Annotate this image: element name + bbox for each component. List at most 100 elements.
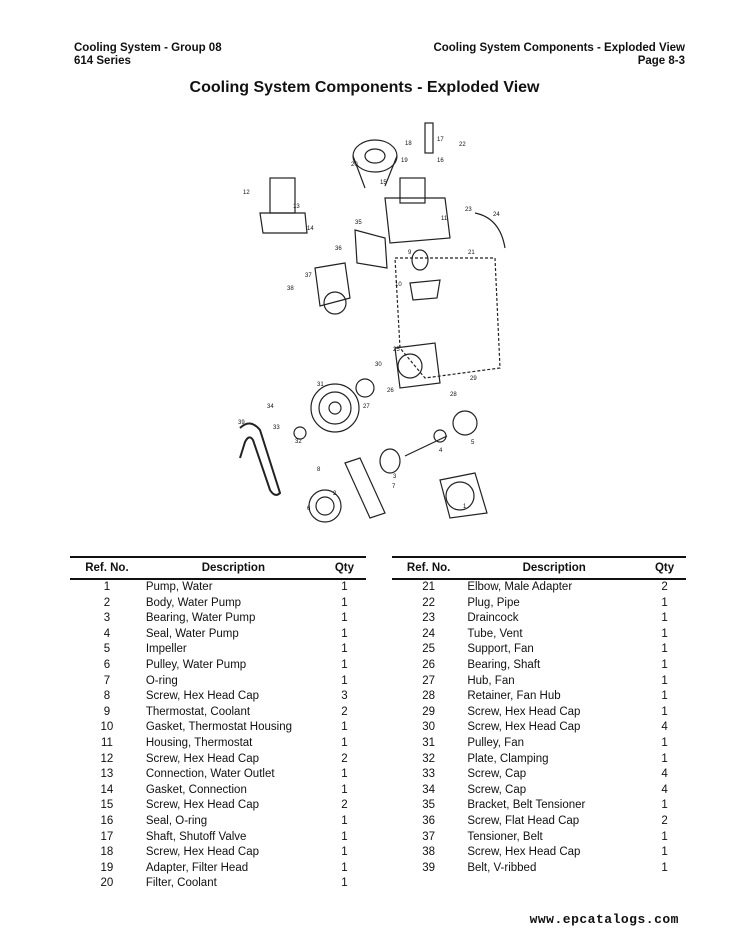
callout-23: 23	[465, 207, 472, 213]
desc-cell: Housing, Thermostat	[145, 736, 253, 749]
qty-cell: 1	[341, 581, 348, 593]
qty-cell: 1	[661, 674, 668, 687]
qty-cell: 1	[341, 643, 348, 656]
ref-cell: 27	[422, 674, 436, 687]
desc-cell: Screw, Hex Head Cap	[145, 846, 259, 859]
desc-cell: Thermostat, Coolant	[145, 705, 251, 718]
callout-33: 33	[273, 425, 280, 431]
table-row: 23 Draincock 1	[392, 611, 686, 627]
callout-26: 26	[387, 388, 394, 394]
ref-cell: 10	[100, 721, 114, 734]
desc-cell: Elbow, Male Adapter	[467, 581, 573, 593]
ref-cell: 8	[103, 690, 111, 703]
callout-15: 15	[380, 180, 387, 186]
exploded-view-diagram: 1 2 3 4 5 6 7 8 9 10 11 12 13 14 15 16 1…	[238, 122, 506, 523]
callout-20: 20	[351, 162, 358, 168]
desc-cell: Screw, Hex Head Cap	[467, 721, 581, 734]
callout-39: 39	[238, 420, 245, 426]
callout-3: 3	[393, 474, 397, 480]
ref-cell: 39	[422, 861, 436, 874]
ref-cell: 16	[100, 814, 114, 827]
qty-cell: 4	[661, 721, 668, 734]
ref-cell: 23	[422, 612, 436, 625]
ref-cell: 13	[100, 768, 114, 781]
callout-27: 27	[363, 404, 370, 410]
ref-cell: 22	[422, 596, 436, 609]
qty-cell: 1	[341, 830, 348, 843]
ref-cell: 31	[422, 736, 436, 749]
desc-cell: Seal, O-ring	[145, 814, 208, 827]
ref-cell: 11	[100, 736, 113, 749]
qty-cell: 1	[341, 658, 348, 671]
callout-22: 22	[459, 142, 466, 148]
desc-cell: Gasket, Thermostat Housing	[145, 721, 293, 734]
ref-cell: 21	[422, 581, 436, 593]
qty-cell: 1	[661, 596, 668, 609]
header-right: Cooling System Components - Exploded Vie…	[433, 42, 685, 68]
desc-cell: Shaft, Shutoff Valve	[145, 830, 247, 843]
desc-cell: Gasket, Connection	[145, 783, 247, 796]
qty-cell: 1	[341, 783, 348, 796]
ref-cell: 24	[422, 627, 436, 640]
desc-cell: Seal, Water Pump	[145, 627, 239, 640]
ref-cell: 26	[422, 658, 436, 671]
callout-4: 4	[439, 448, 443, 454]
qty-cell: 1	[661, 846, 668, 859]
desc-cell: Draincock	[467, 612, 519, 625]
callout-5: 5	[471, 440, 475, 446]
qty-cell: 1	[661, 612, 668, 625]
qty-cell: 1	[341, 768, 348, 781]
ref-cell: 18	[100, 846, 114, 859]
table-row: 38 Screw, Hex Head Cap 1	[392, 845, 686, 861]
qty-cell: 1	[661, 690, 668, 703]
desc-cell: Impeller	[145, 643, 187, 656]
callout-6: 6	[307, 506, 311, 512]
desc-header: Description	[143, 556, 323, 580]
qty-cell: 1	[661, 736, 668, 749]
desc-cell: Belt, V-ribbed	[467, 861, 537, 874]
ref-cell: 33	[422, 768, 436, 781]
qty-cell: 4	[661, 783, 668, 796]
callout-8: 8	[317, 467, 321, 473]
qty-cell: 1	[661, 643, 668, 656]
desc-cell: O-ring	[145, 674, 178, 687]
callout-35: 35	[355, 220, 362, 226]
qty-cell: 1	[341, 736, 348, 749]
ref-cell: 35	[422, 799, 436, 812]
qty-cell: 2	[661, 814, 668, 827]
desc-cell: Screw, Hex Head Cap	[467, 705, 581, 718]
ref-cell: 9	[103, 705, 111, 718]
ref-cell: 3	[103, 612, 111, 625]
qty-cell: 4	[661, 768, 668, 781]
ref-cell: 7	[103, 674, 111, 687]
callout-30: 30	[375, 362, 382, 368]
ref-cell: 38	[422, 846, 436, 859]
desc-cell: Tube, Vent	[467, 627, 523, 640]
ref-cell: 34	[422, 783, 436, 796]
callout-31: 31	[317, 382, 324, 388]
callout-16: 16	[437, 158, 444, 164]
ref-cell: 28	[422, 690, 436, 703]
qty-header: Qty	[322, 556, 366, 580]
qty-cell: 1	[341, 627, 348, 640]
callout-37: 37	[305, 273, 312, 279]
ref-cell: 12	[100, 752, 114, 765]
desc-cell: Screw, Hex Head Cap	[467, 846, 581, 859]
desc-cell: Screw, Cap	[467, 783, 527, 796]
desc-cell: Filter, Coolant	[145, 877, 217, 890]
desc-cell: Connection, Water Outlet	[145, 768, 275, 781]
